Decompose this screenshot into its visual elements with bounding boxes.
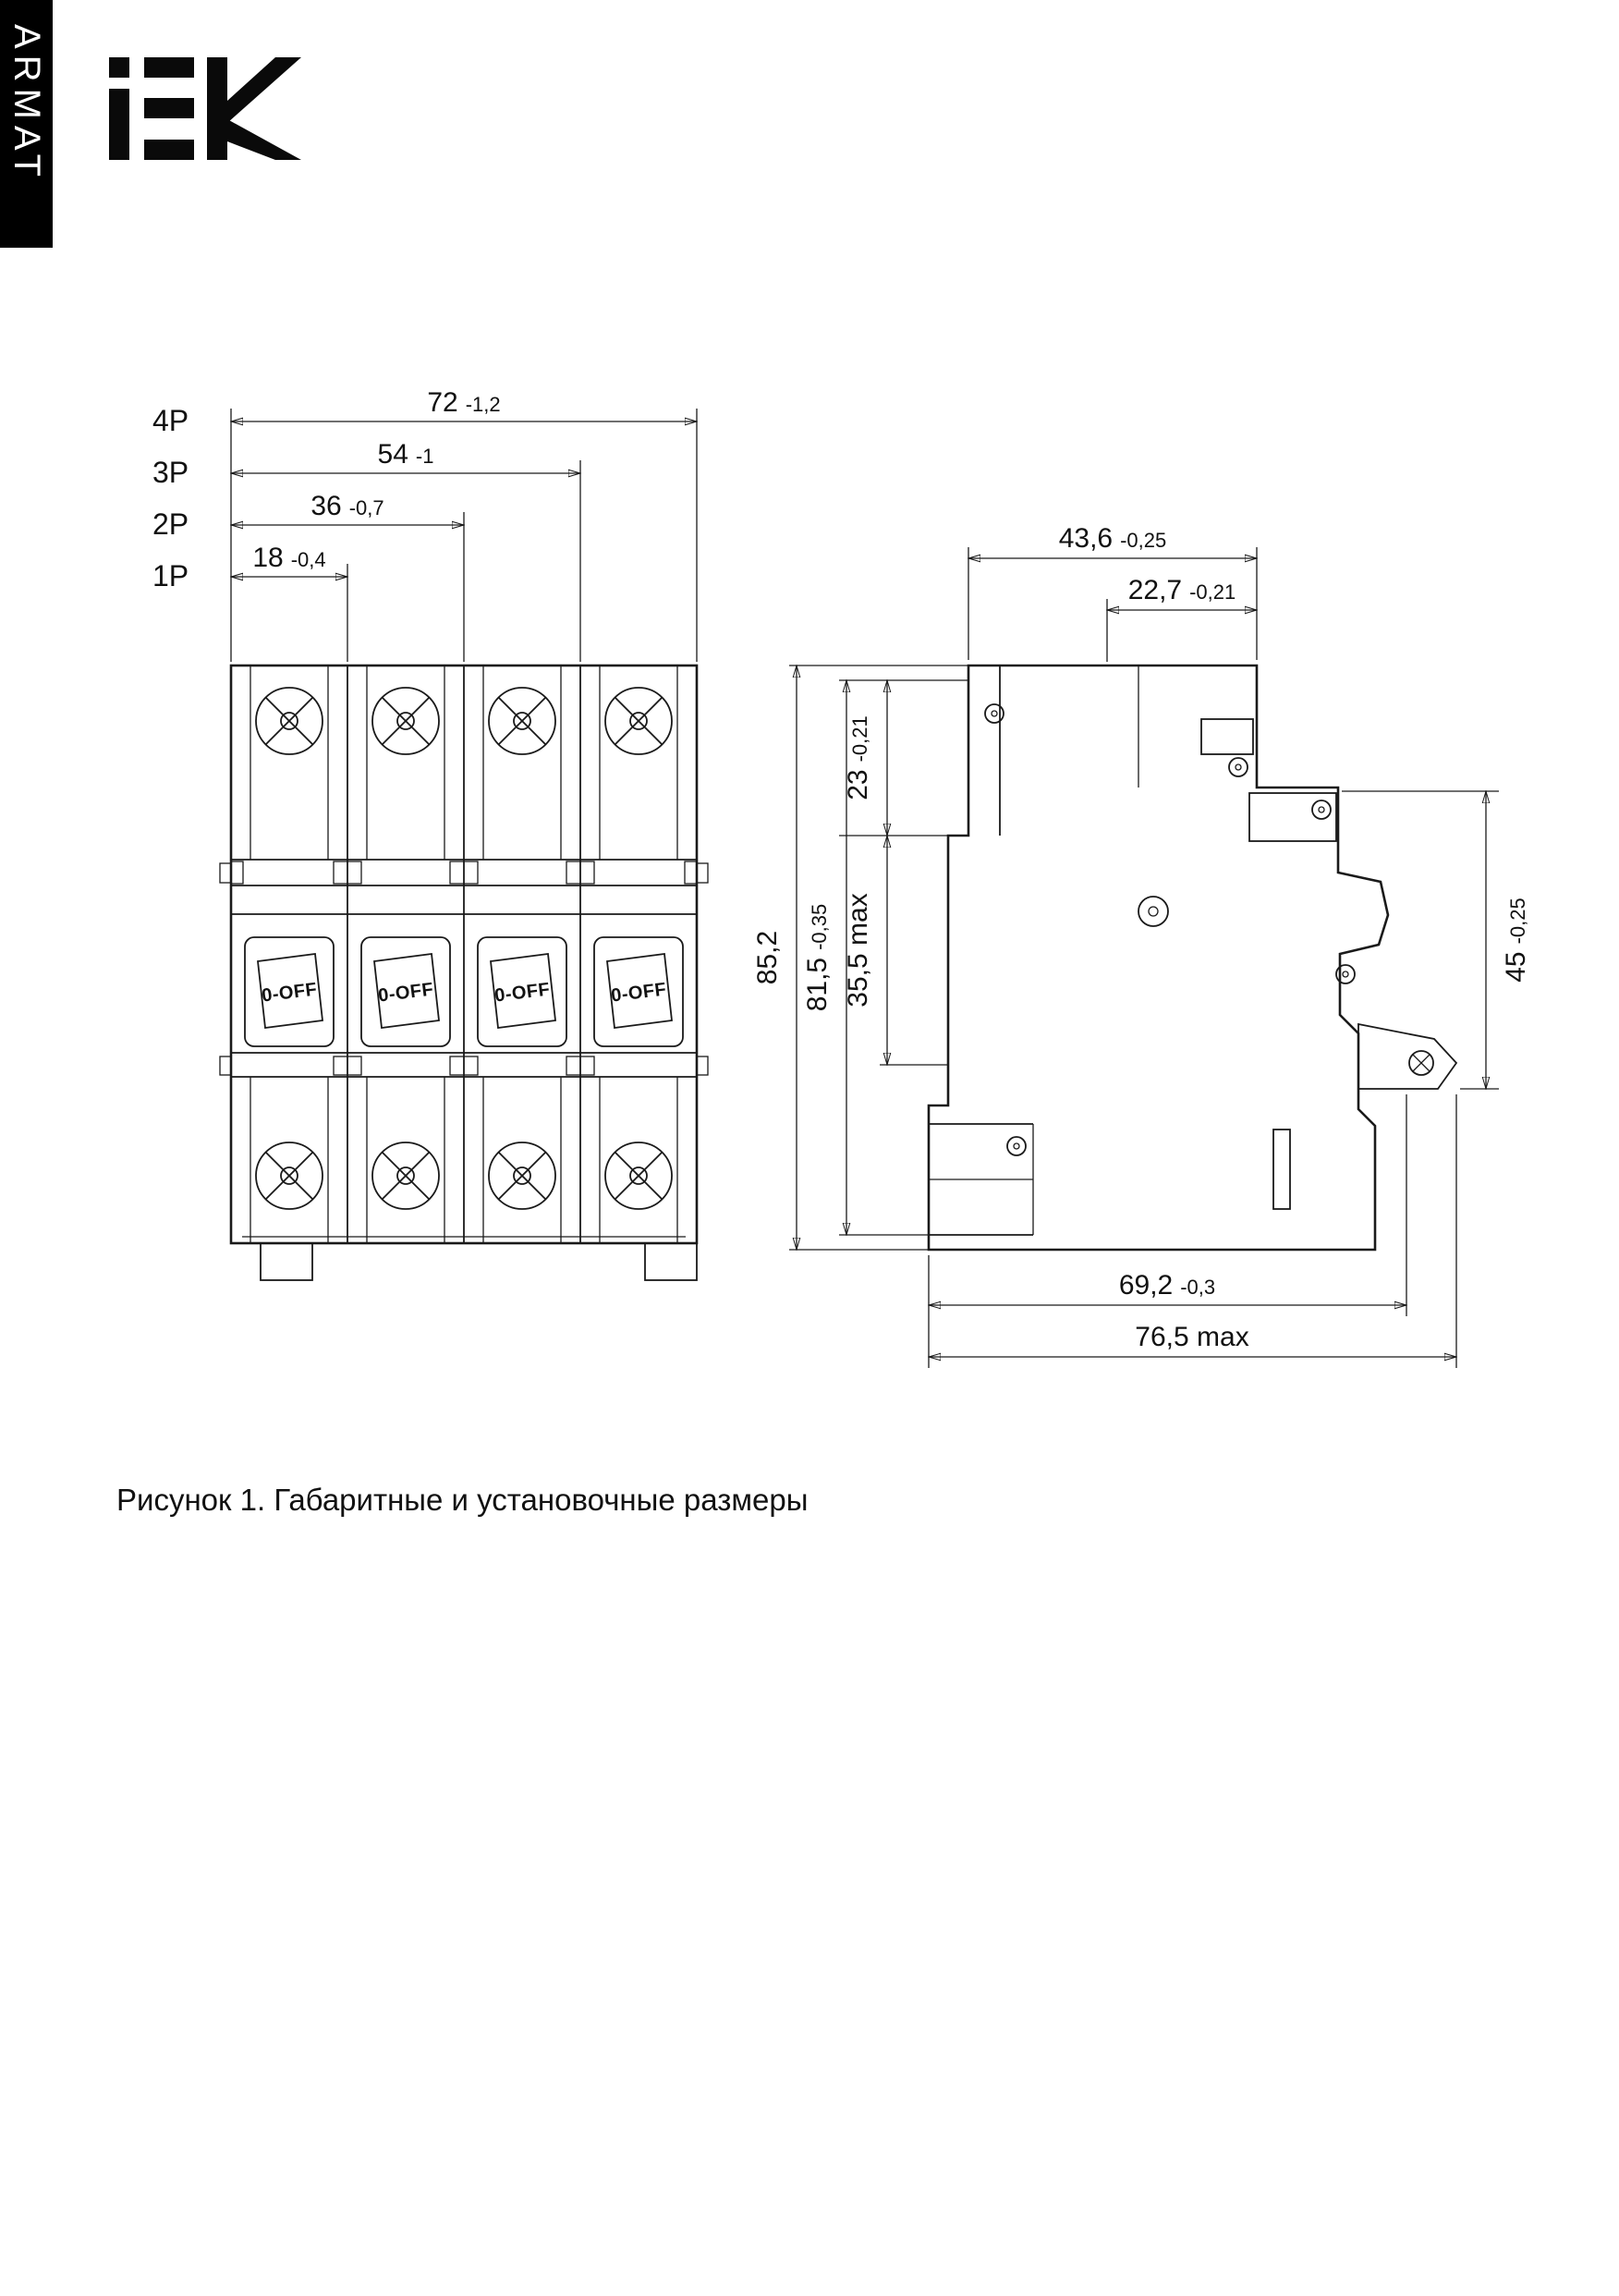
brand-sidebar: ARMAT <box>0 0 53 248</box>
toggle-switch-2: 0-OFF <box>360 936 451 1047</box>
din-clip-latch <box>1357 1022 1458 1090</box>
dim-2p: 36-0,7 <box>310 491 383 521</box>
pole-label-1p: 1P <box>152 559 189 592</box>
side-view: 43,6-0,25 22,7-0,21 23-0,21 35,5 max 81,… <box>752 523 1531 1368</box>
dim-4p: 72-1,2 <box>427 387 500 418</box>
front-body-outline <box>219 664 709 1281</box>
toggle-switch-4: 0-OFF <box>593 936 684 1047</box>
toggle-switch-1: 0-OFF <box>244 936 335 1047</box>
brand-series-label: ARMAT <box>6 24 47 184</box>
dim-height-body: 81,5-0,35 <box>802 904 833 1012</box>
pole-label-2p: 2P <box>152 507 189 541</box>
toggle-switch-3: 0-OFF <box>477 936 567 1047</box>
dim-width-top: 43,6-0,25 <box>1059 523 1167 554</box>
technical-drawing: 0-OFF 0-OFF 0-OFF 0-OFF <box>152 387 1531 1368</box>
dim-height-total: 85,2 <box>752 931 783 984</box>
side-dimensions: 43,6-0,25 22,7-0,21 23-0,21 35,5 max 81,… <box>752 523 1531 1368</box>
dim-3p: 54-1 <box>378 439 434 470</box>
pole-label-4p: 4P <box>152 404 189 437</box>
side-body-outline <box>927 664 1458 1252</box>
dim-mount-depth: 69,2-0,3 <box>1119 1270 1215 1301</box>
toggle-label: 0-OFF <box>493 979 552 1006</box>
toggle-label: 0-OFF <box>610 979 668 1006</box>
dim-width-front: 22,7-0,21 <box>1128 575 1236 605</box>
side-internal-details <box>929 666 1356 1236</box>
toggle-label: 0-OFF <box>377 979 435 1006</box>
figure-caption: Рисунок 1. Габаритные и установочные раз… <box>116 1483 809 1517</box>
dim-1p: 18-0,4 <box>252 543 325 573</box>
front-view: 0-OFF 0-OFF 0-OFF 0-OFF <box>152 387 709 1281</box>
iek-logo-glyphs <box>109 57 301 160</box>
iek-logo: IEK <box>109 57 301 160</box>
dim-rail-height: 45-0,25 <box>1501 898 1531 983</box>
toggle-label: 0-OFF <box>261 979 319 1006</box>
front-dimensions: 4P 3P 2P 1P 72-1,2 54-1 36-0,7 18-0,4 <box>152 387 697 662</box>
dim-total-depth: 76,5 max <box>1135 1322 1248 1352</box>
dim-depth-top: 23-0,21 <box>843 715 873 800</box>
front-terminal-channels <box>250 666 678 1243</box>
pole-label-3p: 3P <box>152 456 189 489</box>
dim-depth-mid: 35,5 max <box>843 893 873 1007</box>
